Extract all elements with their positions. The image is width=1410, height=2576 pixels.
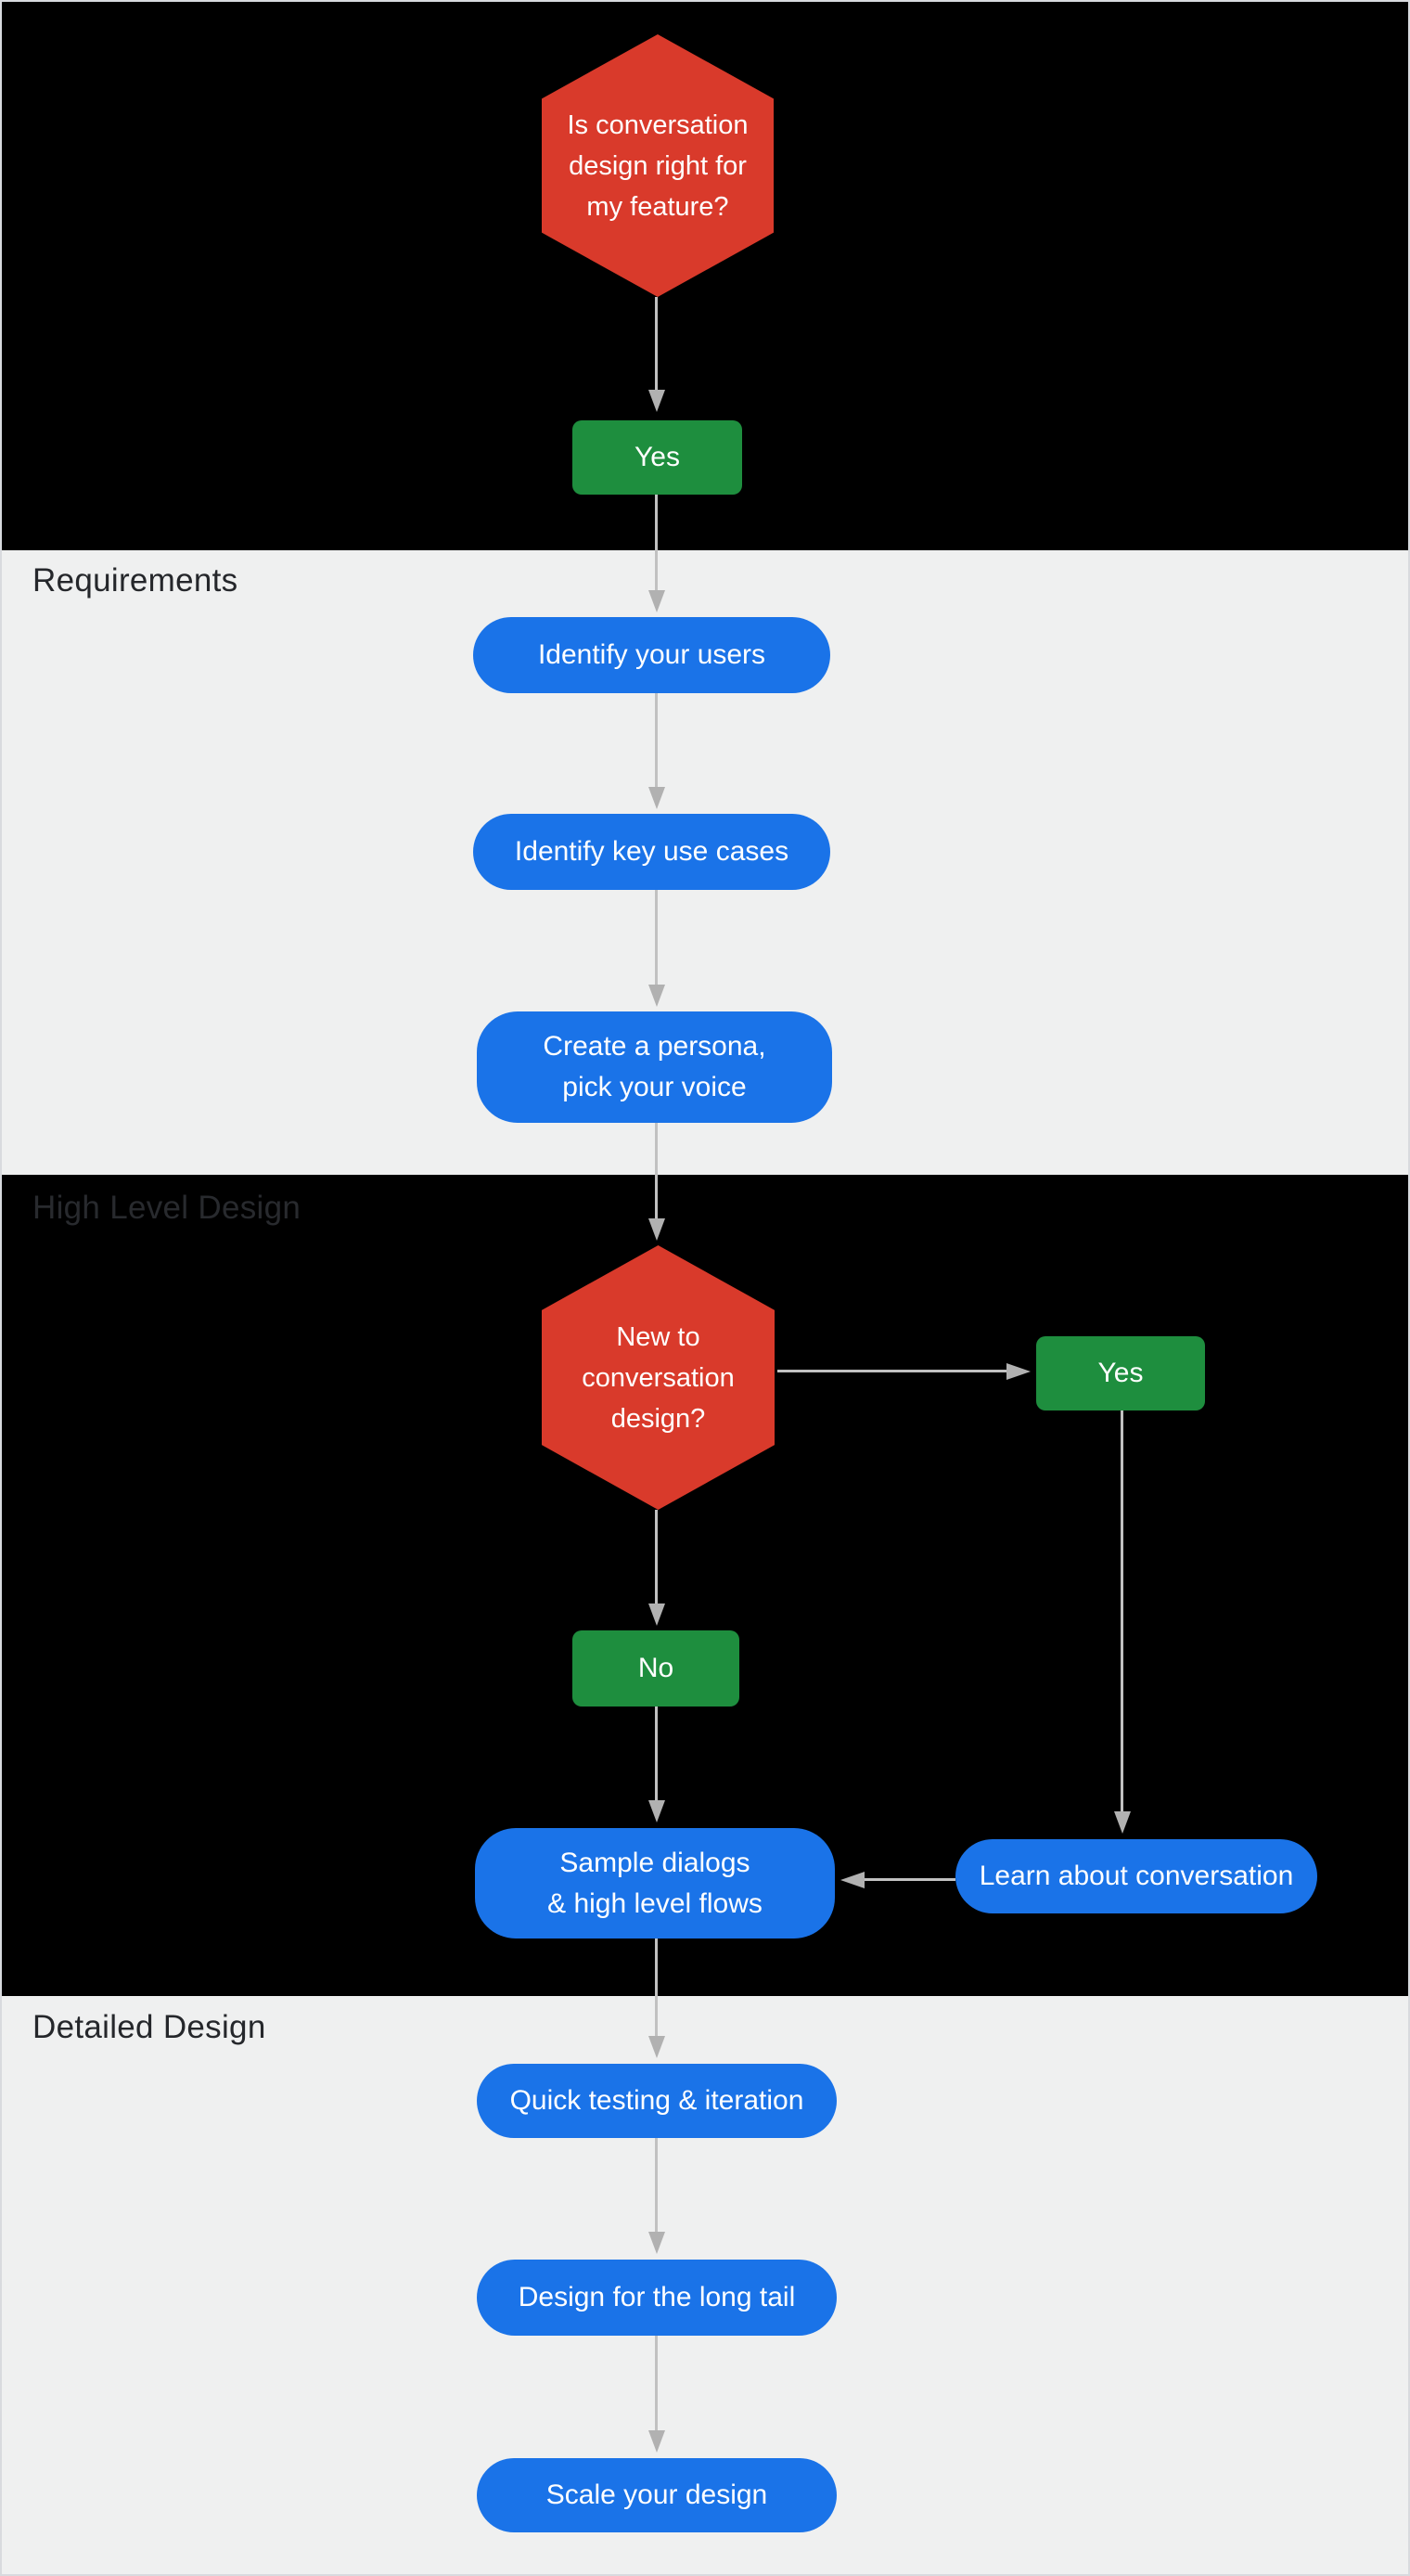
section-label-detailed-design: Detailed Design [32, 2009, 266, 2045]
arrow-learn-to-sample-dialogs-arrowhead [840, 1872, 865, 1888]
step-create-persona-pick-voice: Create a persona, pick your voice [477, 1011, 832, 1123]
arrow-learn-to-sample-dialogs-line [865, 1878, 955, 1881]
step-quick-testing-iteration: Quick testing & iteration [477, 2064, 837, 2138]
arrow-long-tail-to-scale-arrowhead [648, 2430, 665, 2453]
arrow-decision-new-to-no-arrowhead [648, 1604, 665, 1626]
arrow-new-yes-to-learn-arrowhead [1114, 1811, 1131, 1834]
arrow-decision-new-to-yes-arrowhead [1006, 1363, 1031, 1380]
arrow-yes-to-identify-users-line [655, 495, 658, 590]
decision-is-conversation-design-right: Is conversation design right for my feat… [542, 34, 774, 297]
arrow-sample-to-quick-testing-line [655, 1938, 658, 2036]
step-identify-your-users: Identify your users [473, 617, 830, 693]
arrow-persona-to-decision-new-arrowhead [648, 1218, 665, 1241]
arrow-yes-to-identify-users-arrowhead [648, 590, 665, 612]
arrow-decision-fit-to-yes-line [655, 297, 658, 390]
arrow-use-cases-to-persona-arrowhead [648, 985, 665, 1007]
step-sample-dialogs-high-level-flows: Sample dialogs & high level flows [475, 1828, 835, 1938]
section-label-high-level-design: High Level Design [32, 1190, 301, 1226]
arrow-decision-fit-to-yes-arrowhead [648, 390, 665, 412]
step-identify-key-use-cases: Identify key use cases [473, 814, 830, 890]
arrow-quick-to-long-tail-arrowhead [648, 2232, 665, 2254]
answer-yes-conversation-design: Yes [572, 420, 742, 495]
arrow-decision-new-to-yes-line [777, 1370, 1006, 1372]
arrow-users-to-use-cases-arrowhead [648, 787, 665, 809]
arrow-no-to-sample-dialogs-arrowhead [648, 1800, 665, 1823]
arrow-decision-new-to-no-line [655, 1510, 658, 1604]
step-design-for-long-tail: Design for the long tail [477, 2260, 837, 2336]
arrow-sample-to-quick-testing-arrowhead [648, 2036, 665, 2058]
section-label-requirements: Requirements [32, 562, 238, 599]
answer-no-new-to-design: No [572, 1630, 739, 1707]
arrow-users-to-use-cases-line [655, 693, 658, 787]
arrow-new-yes-to-learn-line [1121, 1410, 1123, 1811]
answer-yes-new-to-design: Yes [1036, 1336, 1205, 1410]
step-scale-your-design: Scale your design [477, 2458, 837, 2532]
arrow-long-tail-to-scale-line [655, 2336, 658, 2430]
arrow-quick-to-long-tail-line [655, 2138, 658, 2232]
step-learn-about-conversation: Learn about conversation [955, 1839, 1317, 1913]
arrow-use-cases-to-persona-line [655, 890, 658, 985]
decision-new-to-conversation-design: New to conversation design? [542, 1245, 775, 1510]
arrow-persona-to-decision-new-line [655, 1123, 658, 1218]
arrow-no-to-sample-dialogs-line [655, 1707, 658, 1800]
